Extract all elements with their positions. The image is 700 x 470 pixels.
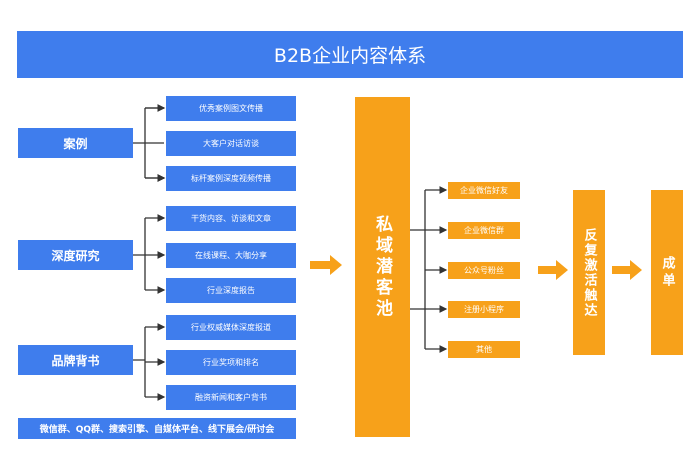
sub-item: 行业深度报告 — [166, 278, 296, 303]
private-pool: 私域潜客池 — [355, 97, 410, 437]
category-brand: 品牌背书 — [18, 345, 133, 375]
sub-item: 融资新闻和客户背书 — [166, 385, 296, 410]
sub-item: 行业奖项和排名 — [166, 350, 296, 375]
channels-bar: 微信群、QQ群、搜索引擎、自媒体平台、线下展会/研讨会 — [18, 418, 296, 439]
category-cases: 案例 — [18, 128, 133, 158]
page-title: B2B企业内容体系 — [17, 31, 683, 78]
sub-item: 优秀案例图文传播 — [166, 96, 296, 121]
sub-item: 干货内容、访谈和文章 — [166, 206, 296, 231]
arrow-to-pool — [310, 255, 342, 275]
sub-item: 标杆案例深度视频传播 — [166, 166, 296, 191]
reactivate-box: 反复激活触达 — [573, 190, 605, 355]
pool-item: 企业微信群 — [448, 222, 520, 239]
sub-item: 大客户对话访谈 — [166, 131, 296, 156]
sub-item: 在线课程、大咖分享 — [166, 243, 296, 268]
arrow-to-deal — [612, 260, 642, 280]
category-research: 深度研究 — [18, 240, 133, 270]
pool-item: 注册小程序 — [448, 301, 520, 318]
pool-item: 公众号粉丝 — [448, 262, 520, 279]
pool-item: 企业微信好友 — [448, 182, 520, 199]
sub-item: 行业权威媒体深度报道 — [166, 315, 296, 340]
arrow-to-reactivate — [538, 260, 568, 280]
pool-item: 其他 — [448, 341, 520, 358]
deal-box: 成单 — [651, 190, 683, 355]
